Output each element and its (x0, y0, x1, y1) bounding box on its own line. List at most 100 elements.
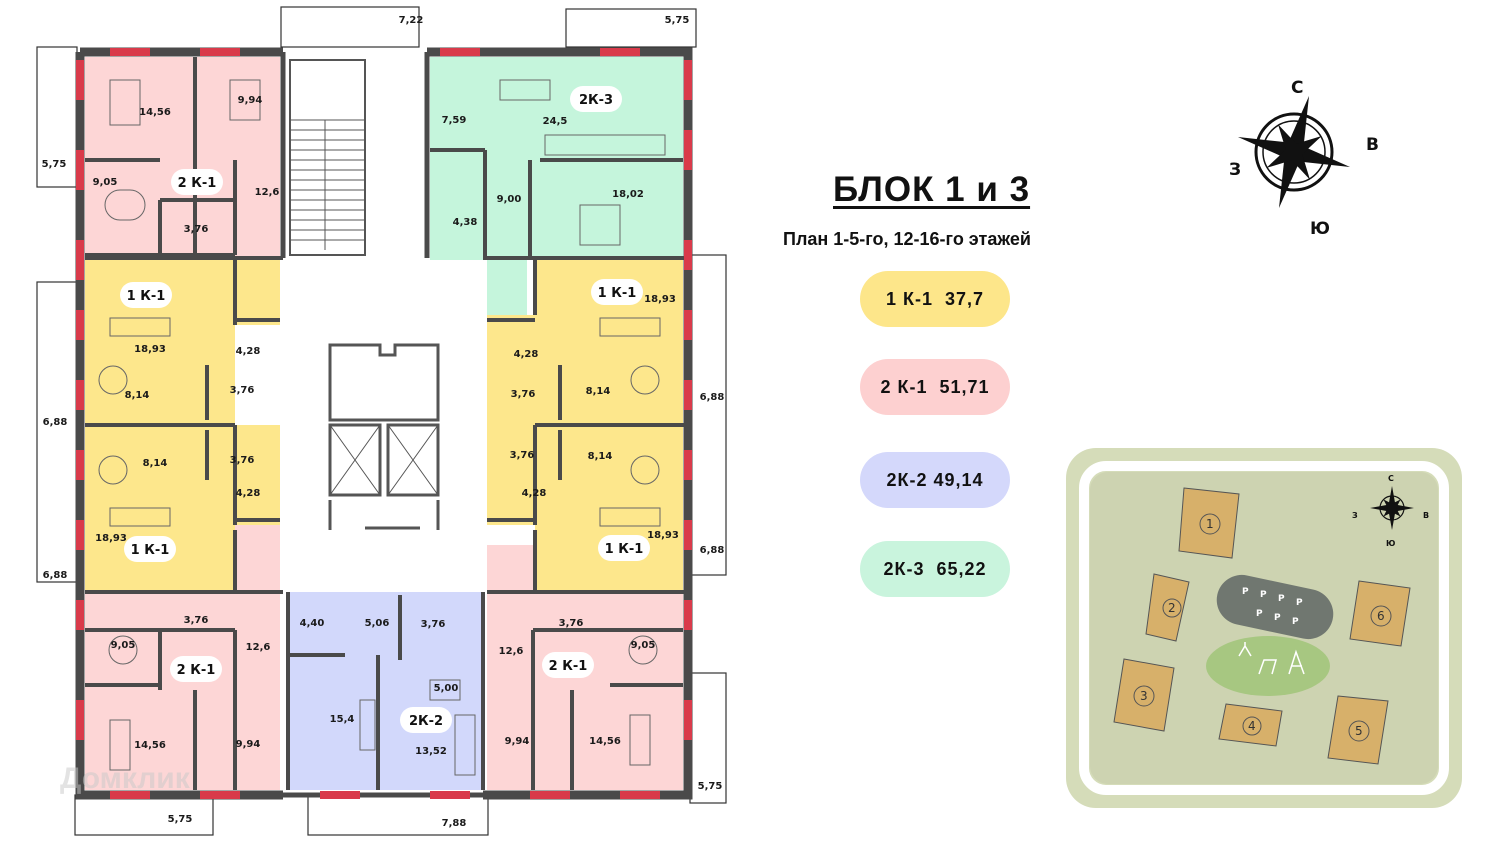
balcony-top-right (565, 8, 697, 48)
room-area-tr-living: 24,5 (543, 116, 568, 127)
site-building-5-label: 5 (1355, 724, 1363, 738)
apartment-r1-fill-b (487, 315, 535, 425)
apartment-bc-fill (288, 592, 483, 790)
site-compass-icon (1370, 486, 1414, 530)
dimension-left-t: 5,75 (42, 159, 67, 170)
svg-text:1 К-1: 1 К-1 (605, 542, 644, 557)
parking-mark: P (1260, 590, 1267, 600)
dimension-right-m1: 6,88 (700, 392, 725, 403)
unit-label-tr: 2К-3 (570, 86, 622, 112)
room-area-l2-hall: 4,28 (236, 488, 261, 499)
swing-icon (1238, 642, 1252, 657)
room-area-tr-hall: 9,00 (497, 194, 522, 205)
site-compass-west: З (1352, 511, 1358, 520)
balcony-left-middle (36, 281, 78, 583)
room-area-bc-b: 5,06 (365, 618, 390, 629)
apartment-l2-fill-b (235, 425, 280, 525)
balcony-right-middle (689, 254, 727, 576)
room-area-bc-bath: 3,76 (421, 619, 446, 630)
unit-label-bl: 2 К-1 (170, 656, 222, 682)
site-parking (1216, 574, 1334, 640)
room-area-tr-storage: 7,59 (442, 115, 467, 126)
parking-mark: P (1292, 617, 1299, 627)
balcony-top-center (280, 6, 420, 48)
parking-mark: P (1274, 613, 1281, 623)
legend-item-4: 2К-3 65,22 (860, 541, 1010, 597)
room-area-tl-bed: 9,94 (238, 95, 263, 106)
room-area-l1-kitchen: 8,14 (125, 390, 150, 401)
apartment-bl-fill-b (235, 525, 280, 595)
room-area-bl-bath: 3,76 (184, 615, 209, 626)
dimension-right-m2: 6,88 (700, 545, 725, 556)
room-area-bc-c: 5,00 (434, 683, 459, 694)
legend-item-3: 2К-2 49,14 (860, 452, 1010, 508)
room-area-bl-living: 14,56 (134, 740, 166, 751)
parking-mark: P (1278, 594, 1285, 604)
svg-text:2 К-1: 2 К-1 (549, 659, 588, 674)
unit-label-r1: 1 К-1 (591, 279, 643, 305)
room-area-tl-hall: 12,6 (255, 187, 280, 198)
room-area-l1-hall: 4,28 (236, 346, 261, 357)
room-area-bl-hall: 12,6 (246, 642, 271, 653)
unit-label-l1: 1 К-1 (120, 282, 172, 308)
dimension-bot-l: 5,75 (168, 814, 193, 825)
compass-north: С (1291, 78, 1303, 98)
svg-text:2К-2: 2К-2 (409, 714, 443, 729)
room-area-r2-kitchen: 8,14 (588, 451, 613, 462)
room-area-bl-kitchen: 9,05 (111, 640, 136, 651)
page-subtitle: План 1-5-го, 12-16-го этажей (783, 229, 1031, 249)
unit-label-br: 2 К-1 (542, 652, 594, 678)
room-area-r1-room: 18,93 (644, 294, 676, 305)
unit-label-l2: 1 К-1 (124, 536, 176, 562)
room-area-bc-a: 4,40 (300, 618, 325, 629)
site-building-2 (1145, 573, 1190, 642)
parking-mark: P (1296, 598, 1303, 608)
dimension-left-m2: 6,88 (43, 570, 68, 581)
room-area-r1-kitchen: 8,14 (586, 386, 611, 397)
room-area-tl-living: 14,56 (139, 107, 171, 118)
apartment-r2-fill-b (487, 425, 535, 525)
room-area-r1-bath: 3,76 (511, 389, 536, 400)
parking-mark: P (1242, 587, 1249, 597)
ladder-icon (1288, 649, 1305, 675)
room-area-r2-bath: 3,76 (510, 450, 535, 461)
site-building-4 (1218, 703, 1283, 747)
room-area-tr-bath: 4,38 (453, 217, 478, 228)
svg-text:1 К-1: 1 К-1 (127, 289, 166, 304)
site-building-2-label: 2 (1168, 601, 1176, 615)
apartment-br-fill-b (487, 545, 535, 595)
room-area-l1-room: 18,93 (134, 344, 166, 355)
apartment-l1-fill-b (235, 260, 280, 325)
site-building-4-label: 4 (1248, 719, 1256, 733)
balcony-bottom-center (307, 794, 489, 836)
room-area-r1-hall: 4,28 (514, 349, 539, 360)
site-building-3-label: 3 (1140, 689, 1148, 703)
svg-text:1 К-1: 1 К-1 (598, 286, 637, 301)
svg-text:2 К-1: 2 К-1 (178, 176, 217, 191)
site-playground (1206, 636, 1330, 696)
room-area-l2-room: 18,93 (95, 533, 127, 544)
room-area-r2-hall: 4,28 (522, 488, 547, 499)
page-title: БЛОК 1 и 3 (833, 170, 1031, 209)
room-area-tr-bed: 18,02 (612, 189, 644, 200)
svg-text:1 К-1: 1 К-1 (131, 543, 170, 558)
dimension-right-b: 5,75 (698, 781, 723, 792)
site-building-6-label: 6 (1377, 609, 1385, 623)
unit-label-bc: 2К-2 (400, 707, 452, 733)
svg-text:2 К-1: 2 К-1 (177, 663, 216, 678)
site-compass-south: Ю (1386, 539, 1395, 548)
floor-plan: 2 К-1 2К-3 1 К-1 1 К-1 1 К-1 1 К-1 2 К-1 2К-2 2 … (36, 6, 727, 836)
watermark: Домклик (60, 762, 190, 795)
room-area-bl-bed: 9,94 (236, 739, 261, 750)
apartment-tl-fill-b (235, 225, 280, 260)
apartment-tr-corridor-fill (487, 255, 527, 315)
dimension-top-r: 5,75 (665, 15, 690, 26)
room-area-tl-kitchen: 9,05 (93, 177, 118, 188)
room-area-l2-bath: 3,76 (230, 455, 255, 466)
dimension-left-m1: 6,88 (43, 417, 68, 428)
legend-item-2: 2 К-1 51,71 (860, 359, 1010, 415)
dimension-top-c: 7,22 (399, 15, 424, 26)
compass-east: В (1366, 135, 1379, 155)
site-building-5 (1327, 695, 1389, 765)
